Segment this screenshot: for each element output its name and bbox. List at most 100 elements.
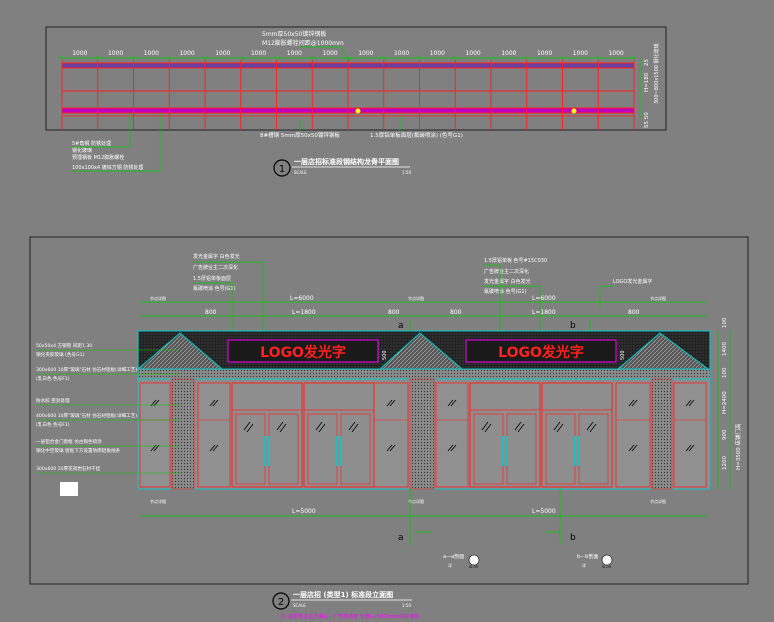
plan-dim-tick	[131, 55, 136, 61]
elev-right-dim: 100	[722, 317, 728, 328]
glass-mark	[389, 444, 396, 452]
side-dim-500: 500	[382, 350, 388, 360]
elev-scale: 1:50	[402, 603, 411, 608]
side-dim-500: 500	[620, 350, 626, 360]
elev-right-dim: H=3500 店铺门高	[734, 423, 742, 470]
plan-title-number: 1	[279, 164, 285, 175]
elev-top-note: 广告牌业主二次深化	[193, 264, 238, 271]
elev-dim-l1800-left: L=1800	[292, 309, 316, 316]
elev-leader	[484, 285, 541, 340]
elev-top-note: 广告牌业主二次深化	[484, 268, 529, 275]
glass-mark	[209, 399, 216, 407]
glass-mark	[631, 444, 638, 452]
elev-leader	[193, 261, 264, 340]
glass-mark	[279, 423, 287, 433]
glass-mark	[631, 399, 638, 407]
plan-dim-tick	[560, 55, 565, 61]
stone-pier	[171, 378, 195, 490]
glass-mark	[447, 444, 454, 452]
plan-dim-tick	[631, 55, 637, 61]
elev-left-note: 钢化中空玻璃 窗框下方设置防雨铝板线条	[36, 447, 121, 454]
glass-mark	[685, 399, 692, 407]
plan-dim-label: 1000	[573, 50, 588, 57]
plan-dim-tick	[488, 55, 494, 61]
plan-posts	[59, 55, 637, 130]
logo-text-right: LOGO发光字	[498, 344, 584, 361]
section-a-detail: 详	[448, 562, 452, 568]
plan-dim-tick	[524, 55, 529, 61]
plan-dim-tick	[274, 55, 279, 61]
elevation-view: 发光金属字 白色发光 广告牌业主二次深化 1.5厚铝单板面层 氟碳喷涂 色号(G…	[29, 236, 749, 620]
plan-note-top: 5mm厚50x50镀锌钢板	[262, 30, 326, 38]
plan-dim-label: 1000	[358, 50, 373, 57]
glass-mark	[276, 421, 284, 431]
elev-right-dim: 100	[722, 367, 728, 378]
logo-text-left: LOGO发光字	[260, 344, 346, 361]
plan-right-dim3: 300~800x1500 钢化玻璃	[653, 43, 660, 104]
plan-dim-label: 1000	[501, 50, 516, 57]
section-b-label: b—b剖面	[577, 553, 598, 560]
elev-top-notes-left: 发光金属字 白色发光 广告牌业主二次深化 1.5厚铝单板面层 氟碳喷涂 色号(G…	[193, 253, 240, 292]
glass-mark	[556, 423, 564, 433]
plan-scale-label: SCALE	[294, 170, 307, 175]
plan-dim-tick	[596, 55, 601, 61]
elev-top-note: 发光金属字 白色发光	[193, 253, 240, 260]
elev-dim-800: 800	[628, 309, 640, 316]
elev-tag: 节点详图	[150, 295, 166, 301]
elev-dim-l5000-right: L≈5000	[532, 508, 556, 515]
glass-mark	[628, 399, 635, 407]
plan-dim-label: 1000	[215, 50, 230, 57]
elev-left-note: 一层铝合金门窗框 仿古铜色喷涂	[36, 438, 102, 445]
plan-dim-tick	[417, 55, 422, 61]
glass-mark	[351, 423, 359, 433]
glass-mark	[243, 421, 251, 431]
elev-left-note: 300x600 20厚花岗岩石材干挂	[36, 465, 101, 472]
plan-scale: 1:50	[402, 170, 411, 175]
elev-logo-note: LOGO发光金属字	[613, 278, 652, 285]
glass-mark	[450, 399, 457, 407]
plan-right-dim4: 55 50	[644, 112, 650, 128]
elev-top-note: 氟碳喷涂 色号(G1)	[193, 285, 236, 292]
glass-door	[303, 382, 375, 488]
elev-top-note: 发光金属字 白色发光	[484, 278, 531, 285]
elev-title-number: 2	[278, 597, 284, 608]
elev-right-dim: H=2400	[722, 391, 728, 414]
glass-door	[469, 382, 541, 488]
plan-dim-label: 1000	[287, 50, 302, 57]
elev-footnote: 注: 店招需业主方确认，广告牌高度 长度L≈5000mm的标准段	[280, 613, 419, 620]
plan-dim-tick	[381, 55, 386, 61]
plan-dim-label: 1000	[465, 50, 480, 57]
elev-dim-l6000-right: L≈6000	[532, 295, 556, 302]
glass-door	[541, 382, 613, 488]
elev-top-note: 1.5厚铝单板面层	[193, 275, 231, 282]
glass-mark	[688, 444, 695, 452]
plan-note-bottom1: 8#槽钢 5mm厚50x50镀锌钢板	[260, 131, 340, 139]
section-b-detail: 详	[582, 562, 586, 568]
glass-mark	[517, 423, 525, 433]
plan-anchor-marker	[355, 108, 361, 114]
plan-note-bottom2: 1.5厚铝单板面层(氟碳喷涂) (色号G1)	[370, 131, 463, 139]
glass-mark	[484, 423, 492, 433]
side-window	[673, 382, 707, 488]
section-b-ref-circle	[601, 554, 613, 566]
plan-note-top2: M12膨胀螺栓间距@1000mm	[262, 39, 344, 47]
plan-dim-label: 1000	[537, 50, 552, 57]
elev-tag: 节点详图	[408, 498, 424, 504]
plan-anchor-marker	[571, 108, 577, 114]
plan-leader	[72, 113, 131, 148]
elev-dim-800: 800	[450, 309, 462, 316]
glass-door	[231, 382, 303, 488]
glass-mark	[246, 423, 254, 433]
section-a-label: a—a剖面	[443, 553, 464, 560]
elev-left-note: 400x600 10厚"玻璃"石材 仿石材铝板(详细工艺)	[36, 412, 137, 419]
plan-dim-tick	[238, 55, 243, 61]
plan-dim-label: 1000	[179, 50, 194, 57]
section-marker-b-bottom: b	[570, 533, 576, 543]
elev-leader	[599, 285, 613, 308]
elev-right-dim: 1400	[722, 342, 728, 356]
plan-dim-label: 1000	[608, 50, 623, 57]
stone-pier	[651, 378, 673, 490]
